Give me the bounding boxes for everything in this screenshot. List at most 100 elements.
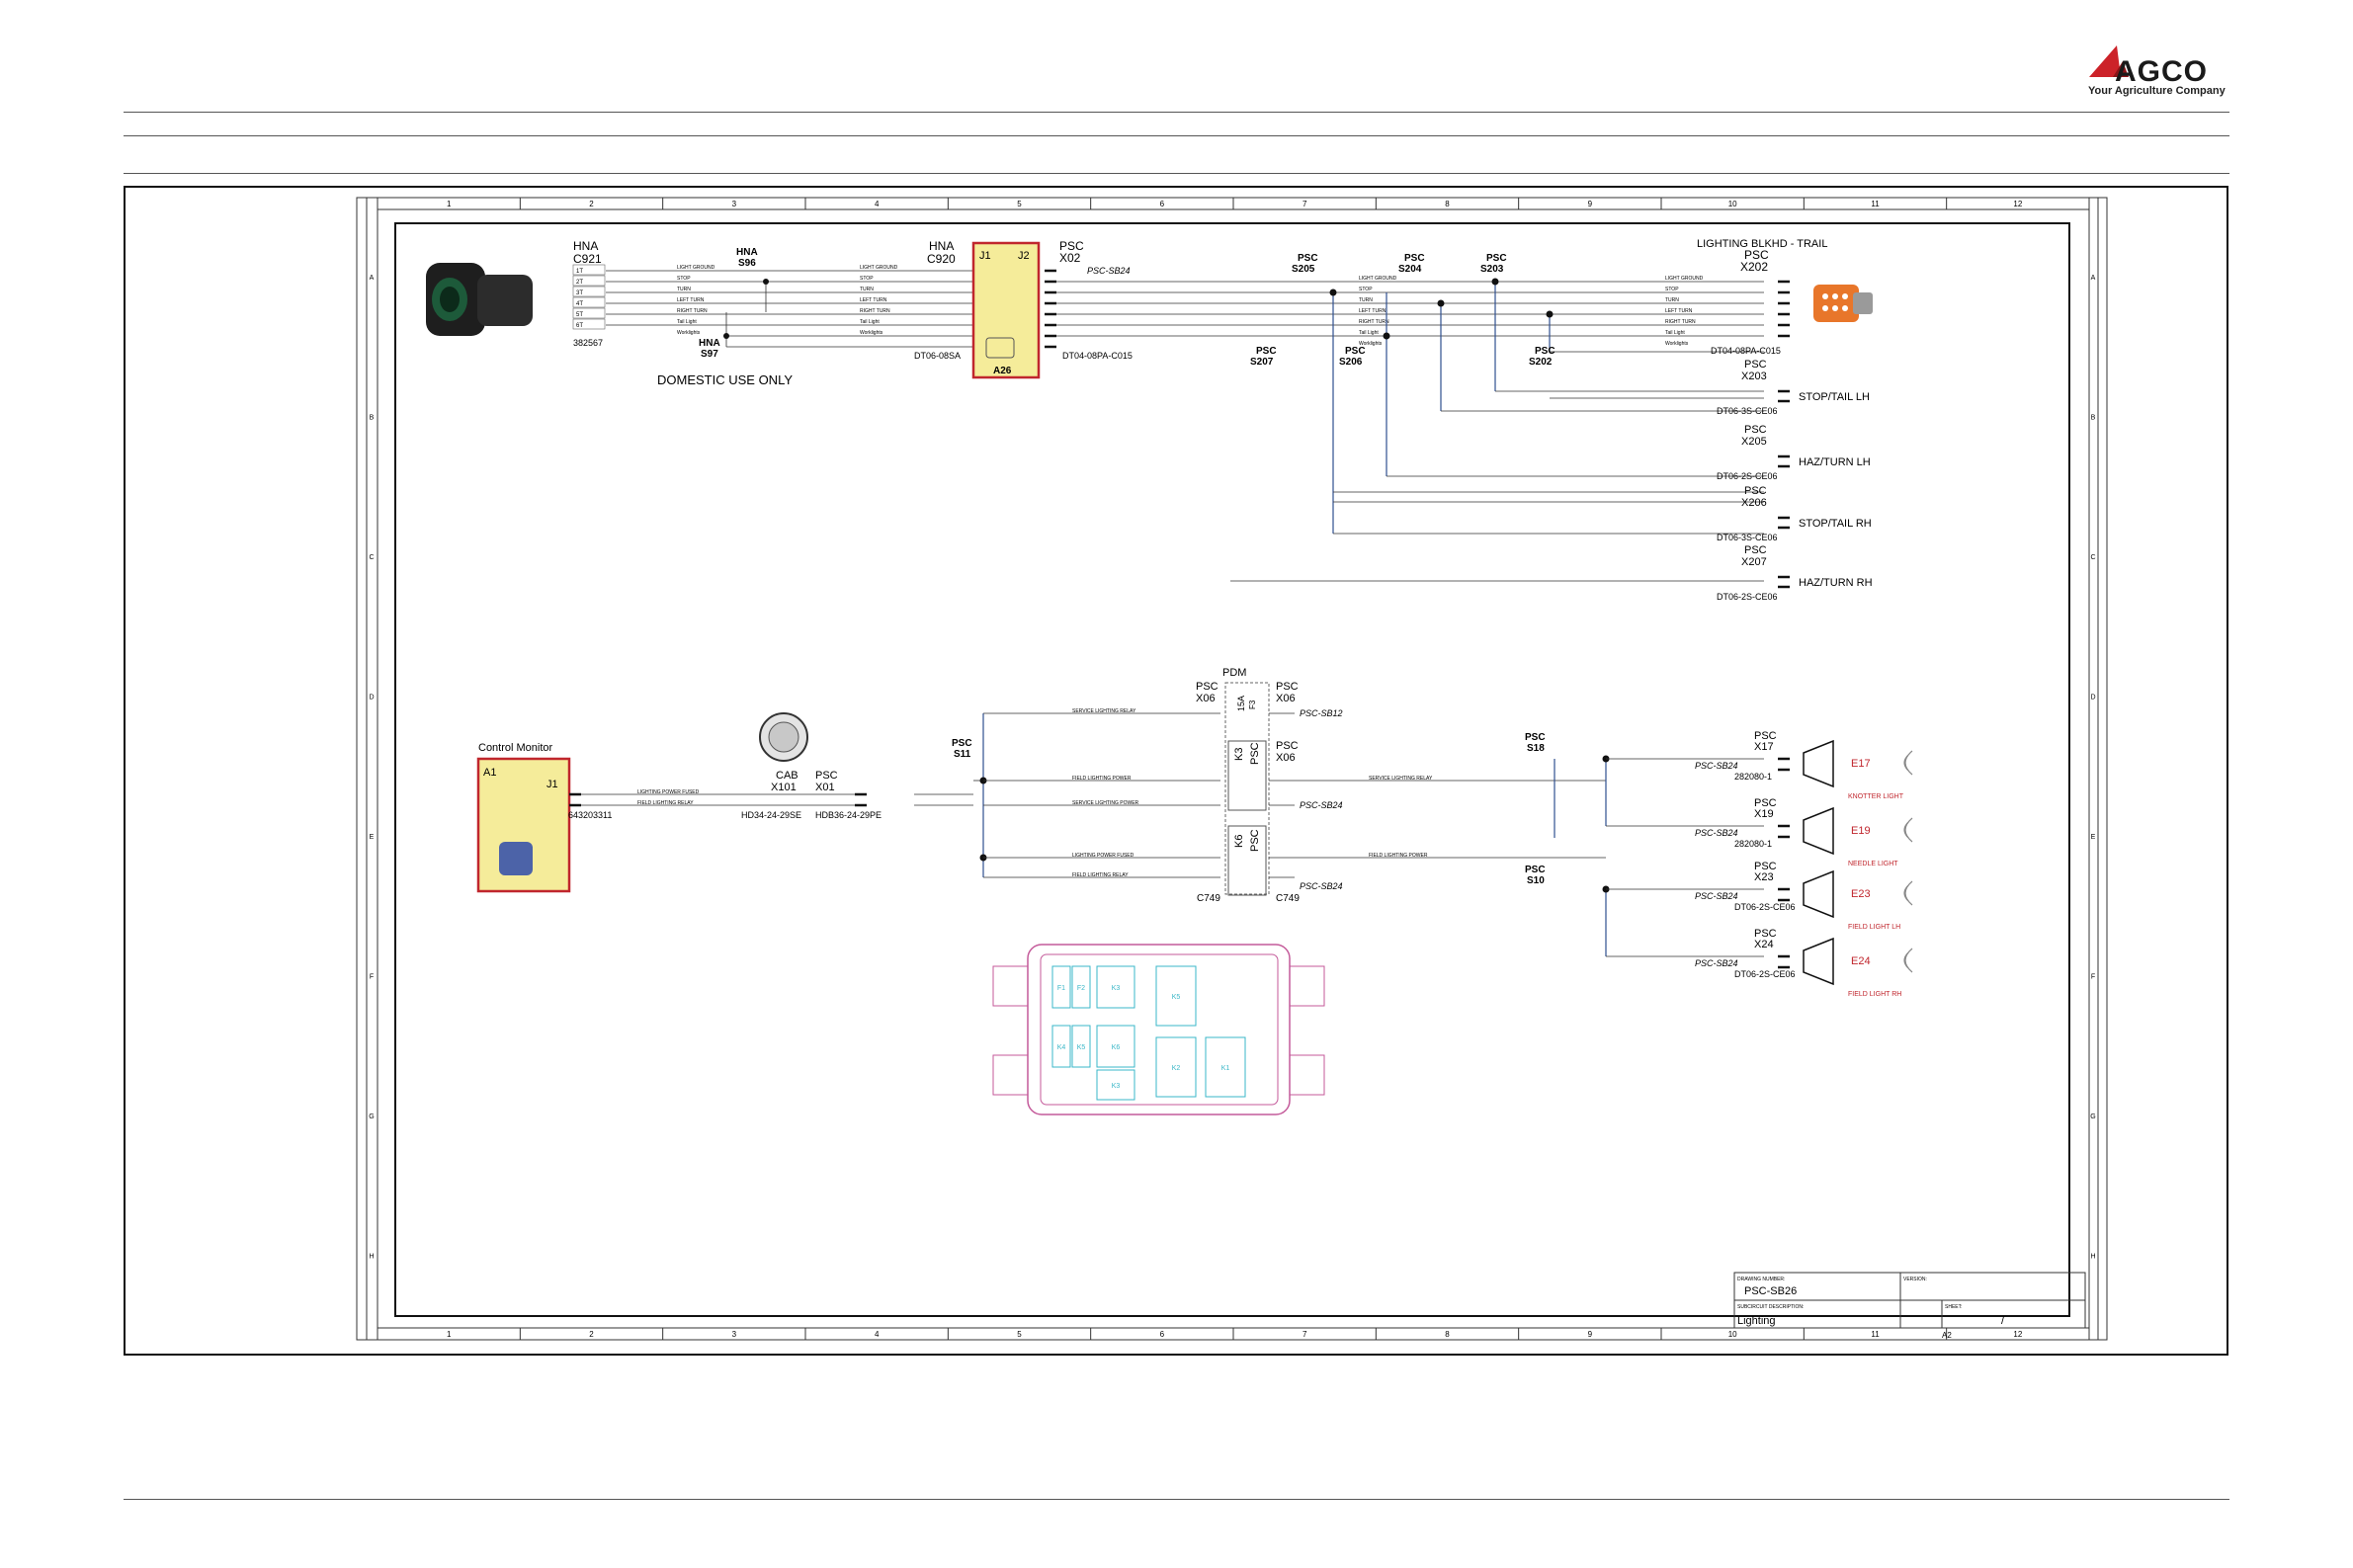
s97-id: S97 <box>701 349 718 360</box>
subcircuit-label: SUBCIRCUIT DESCRIPTION: <box>1737 1304 1804 1310</box>
brand-name: AGCO <box>2115 55 2208 88</box>
trailer-wire-label: Tail Light <box>1359 330 1379 336</box>
trailer-wire-label: STOP <box>677 276 691 282</box>
cm-a1: A1 <box>483 767 496 779</box>
relay-wire-label: SERVICE LIGHTING RELAY <box>1369 776 1433 782</box>
light-pictogram-icon <box>1903 750 1913 776</box>
x02-ref: PSC-SB24 <box>1087 266 1131 276</box>
bulkhead-connector-icon <box>1813 285 1873 322</box>
x02-group: PSC <box>1059 239 1084 253</box>
grid-row-label: F <box>370 973 374 980</box>
bulkhead-title: LIGHTING BLKHD - TRAIL <box>1697 238 1827 250</box>
pdm-slot-label: K3 <box>1112 1083 1121 1090</box>
grid-col-label: 4 <box>875 200 880 208</box>
light-name: NEEDLE LIGHT <box>1848 861 1898 867</box>
trailer-wire-label: LIGHT GROUND <box>677 265 715 271</box>
grid-row-label: H <box>2090 1253 2095 1260</box>
grid-row-label: G <box>2090 1114 2095 1120</box>
light-group: PSC <box>1754 861 1777 872</box>
k3-ref: PSC-SB24 <box>1300 800 1343 810</box>
grid-row-label: D <box>369 694 374 701</box>
drawing-frame <box>124 186 2228 1356</box>
trailer-wire-label: Worklights <box>1665 341 1689 347</box>
light-id: X24 <box>1754 939 1774 950</box>
trailer-wire-label: RIGHT TURN <box>860 308 890 314</box>
cm-j1: J1 <box>546 779 558 790</box>
grid-col-label: 9 <box>1588 200 1593 208</box>
light-ref: PSC-SB24 <box>1695 891 1738 901</box>
splice-group: PSC <box>1256 346 1277 357</box>
trailer-wire-label: RIGHT TURN <box>1665 319 1696 325</box>
c921-pin: 2T <box>576 280 583 286</box>
a26-j2: J2 <box>1018 250 1030 262</box>
lamp-icon <box>1803 806 1834 856</box>
splice-labels: PSCS205PSCS204PSCS203PSCS207PSCS206PSCS2… <box>1250 253 1555 368</box>
light-tag: E23 <box>1851 888 1871 900</box>
trailer-wire-label: STOP <box>860 276 874 282</box>
bulkhead-part-no: DT04-08PA-C015 <box>1711 346 1781 356</box>
relay-wire-label: FIELD LIGHTING RELAY <box>1072 872 1129 878</box>
relay-wire-label: FIELD LIGHTING RELAY <box>637 800 694 806</box>
sheet-value: / <box>2001 1315 2005 1327</box>
trailer-wire-label: Tail Light <box>677 319 697 325</box>
trailer-wire-label: LEFT TURN <box>677 297 705 303</box>
monitor-icon <box>499 842 533 875</box>
light-tag: E24 <box>1851 955 1871 967</box>
pdm-x06-group: PSC <box>1196 681 1219 693</box>
header-rule-2 <box>124 135 2229 136</box>
grid-col-label: 6 <box>1160 1330 1165 1339</box>
relay-wire-label: FIELD LIGHTING POWER <box>1072 776 1132 782</box>
trailer-wire-label: LEFT TURN <box>1665 308 1693 314</box>
pdm-ref-top: PSC-SB12 <box>1300 708 1343 718</box>
light-part-no: 282080-1 <box>1734 839 1772 849</box>
hna-connector-icon <box>426 263 533 336</box>
light-tag: E19 <box>1851 825 1871 837</box>
trailer-wire-label: Worklights <box>677 330 701 336</box>
grid-col-label: 8 <box>1445 200 1450 208</box>
relay-wire-label: SERVICE LIGHTING POWER <box>1072 800 1139 806</box>
grid-col-label: 3 <box>732 200 737 208</box>
x02-id: X02 <box>1059 251 1081 265</box>
relay-wire-label: LIGHTING POWER FUSED <box>1072 853 1134 859</box>
grid-col-label: 10 <box>1728 1330 1737 1339</box>
c921-pin: 1T <box>576 269 583 275</box>
trailer-wire-label: STOP <box>1665 287 1679 292</box>
grid-row-label: B <box>370 414 375 421</box>
bulkhead-id: X202 <box>1740 260 1768 274</box>
grid-col-label: 7 <box>1303 200 1307 208</box>
trailer-wire-label: LIGHT GROUND <box>1665 276 1704 282</box>
k6-c749-right: C749 <box>1276 893 1300 904</box>
grid-col-label: 11 <box>1871 200 1880 208</box>
k6-group: PSC <box>1249 829 1261 852</box>
x01-id: X01 <box>815 782 835 793</box>
light-part-no: 282080-1 <box>1734 772 1772 782</box>
grid-col-label: 11 <box>1871 1330 1880 1339</box>
pdm-slot-label: K4 <box>1057 1044 1066 1051</box>
grid-row-label: H <box>369 1253 374 1260</box>
s11-group: PSC <box>952 738 972 749</box>
relay-wire-label: SERVICE LIGHTING RELAY <box>1072 708 1136 714</box>
k3-group: PSC <box>1249 742 1261 765</box>
drawing-number-label: DRAWING NUMBER: <box>1737 1277 1785 1282</box>
output-group: PSC <box>1744 485 1767 497</box>
c920-group: HNA <box>929 239 954 253</box>
grid-row-label: A <box>370 275 375 282</box>
footer-rule <box>124 1499 2229 1500</box>
s11-id: S11 <box>954 749 971 760</box>
output-id: X203 <box>1741 371 1767 382</box>
grid-row-label: C <box>2090 554 2095 561</box>
light-id: X23 <box>1754 871 1774 883</box>
trailer-wire-label: TURN <box>860 287 874 292</box>
grid-col-label: 3 <box>732 1330 737 1339</box>
s97-group: HNA <box>699 338 720 349</box>
cab-group: CAB <box>776 770 798 782</box>
grid-col-label: 5 <box>1017 1330 1022 1339</box>
pdm-slot-label: K3 <box>1112 985 1121 992</box>
c921-pin: 6T <box>576 323 583 329</box>
drawing-number: PSC-SB26 <box>1744 1285 1797 1297</box>
lamp-icon <box>1803 739 1834 788</box>
light-tag: E17 <box>1851 758 1871 770</box>
pdm-x06-id-right: X06 <box>1276 693 1296 704</box>
pdm-fuse-id: F3 <box>1248 700 1257 709</box>
